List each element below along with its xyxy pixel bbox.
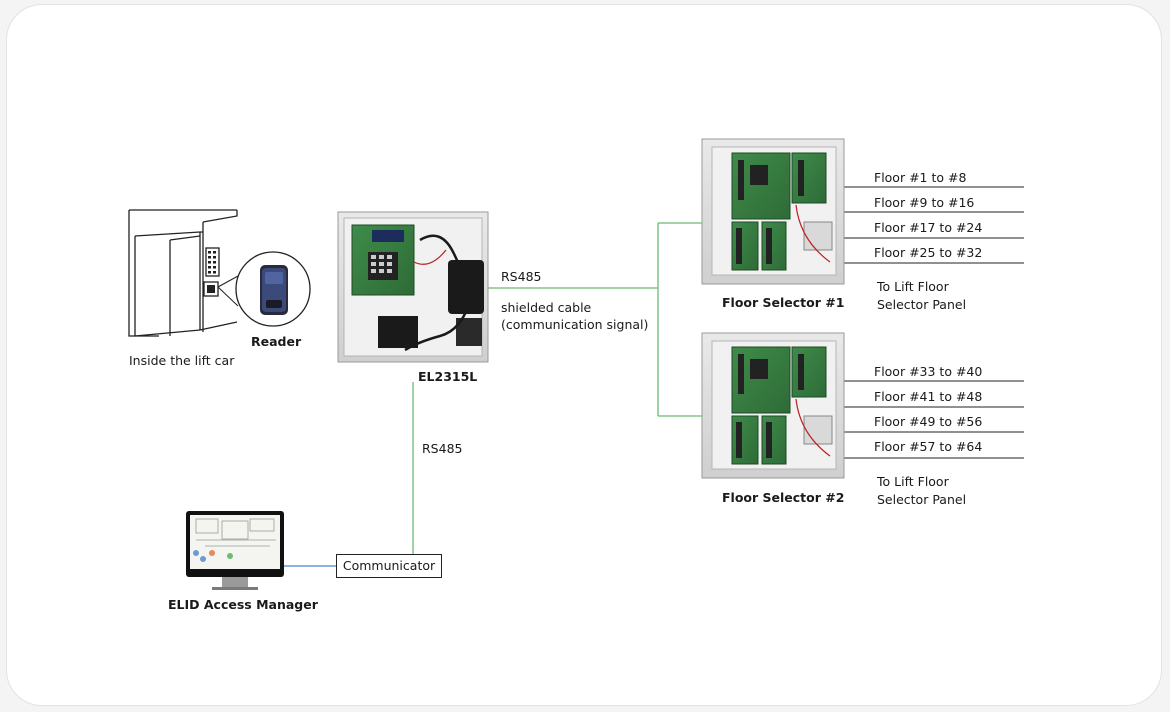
cable-label-line-1: shielded cable bbox=[501, 300, 592, 315]
floor-selector-1-label: Floor Selector #1 bbox=[722, 295, 845, 310]
monitor-icon bbox=[186, 511, 284, 590]
reader-callout-upper bbox=[217, 275, 239, 288]
reader-device-icon bbox=[235, 251, 311, 327]
floor-range-label: Floor #1 to #8 bbox=[874, 170, 967, 185]
controller-enclosure-image bbox=[337, 211, 489, 363]
panel-note-line-1: To Lift Floor bbox=[877, 279, 949, 294]
floor-range-label: Floor #57 to #64 bbox=[874, 439, 983, 454]
selector-1-output-lines bbox=[840, 186, 1024, 264]
bus-rs485-label: RS485 bbox=[501, 269, 542, 284]
communicator-box: Communicator bbox=[336, 554, 442, 578]
floor-range-label: Floor #25 to #32 bbox=[874, 245, 983, 260]
floor-range-label: Floor #41 to #48 bbox=[874, 389, 983, 404]
reader-callout-lower bbox=[217, 286, 239, 307]
cable-label-line-2: (communication signal) bbox=[501, 317, 649, 332]
panel-note-line-2: Selector Panel bbox=[877, 492, 967, 507]
reader-label: Reader bbox=[251, 334, 302, 349]
keypad-icon bbox=[207, 251, 216, 293]
selector-2-output-lines bbox=[840, 380, 1024, 459]
floor-selector-1-image bbox=[701, 138, 845, 285]
panel-note-line-1: To Lift Floor bbox=[877, 474, 949, 489]
controller-label: EL2315L bbox=[418, 369, 478, 384]
diagram-frame bbox=[6, 4, 1162, 706]
rs485-down-label: RS485 bbox=[422, 441, 463, 456]
floor-range-label: Floor #49 to #56 bbox=[874, 414, 983, 429]
floor-range-label: Floor #9 to #16 bbox=[874, 195, 975, 210]
floor-selector-2-label: Floor Selector #2 bbox=[722, 490, 845, 505]
floor-range-label: Floor #17 to #24 bbox=[874, 220, 983, 235]
floor-range-label: Floor #33 to #40 bbox=[874, 364, 983, 379]
lift-car-illustration bbox=[128, 209, 238, 337]
floor-selector-2-image bbox=[701, 332, 845, 479]
bus-connections bbox=[217, 222, 712, 567]
access-manager-label: ELID Access Manager bbox=[168, 597, 318, 612]
panel-note-line-2: Selector Panel bbox=[877, 297, 967, 312]
lift-car-caption: Inside the lift car bbox=[129, 353, 235, 368]
